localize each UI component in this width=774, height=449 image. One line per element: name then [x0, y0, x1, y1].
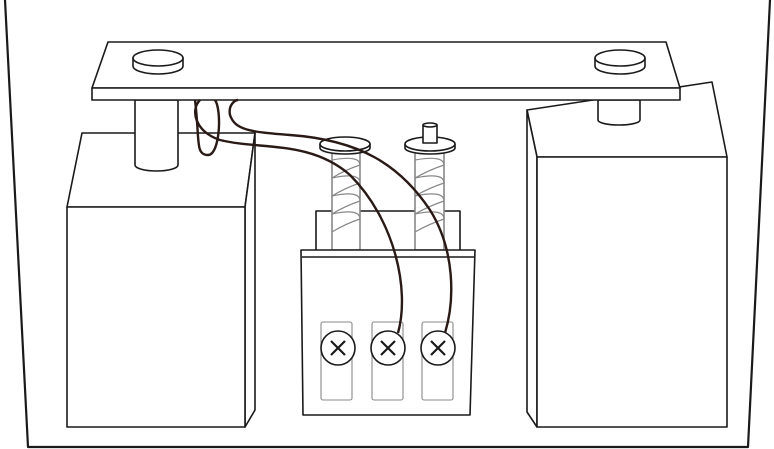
terminal-screw [420, 330, 456, 366]
right-disk [404, 122, 456, 155]
right-knob [594, 49, 646, 75]
right-post [597, 99, 641, 126]
left-block [66, 99, 256, 428]
left-knob [132, 49, 184, 75]
terminal-slot [320, 321, 353, 401]
left-post [134, 99, 179, 172]
enclosure-frame [3, 0, 772, 449]
wire [194, 99, 404, 334]
wires [193, 98, 453, 334]
terminal-block [300, 122, 476, 416]
terminal-slot [371, 321, 404, 401]
terminal-slot [421, 321, 454, 401]
terminal-screw [370, 330, 406, 366]
top-plate [91, 41, 681, 101]
spring-post-right [414, 149, 445, 251]
wire [193, 99, 221, 157]
right-block [526, 81, 728, 428]
wire [228, 98, 453, 334]
spring-post-left [331, 149, 361, 251]
terminal-screw [320, 330, 356, 366]
